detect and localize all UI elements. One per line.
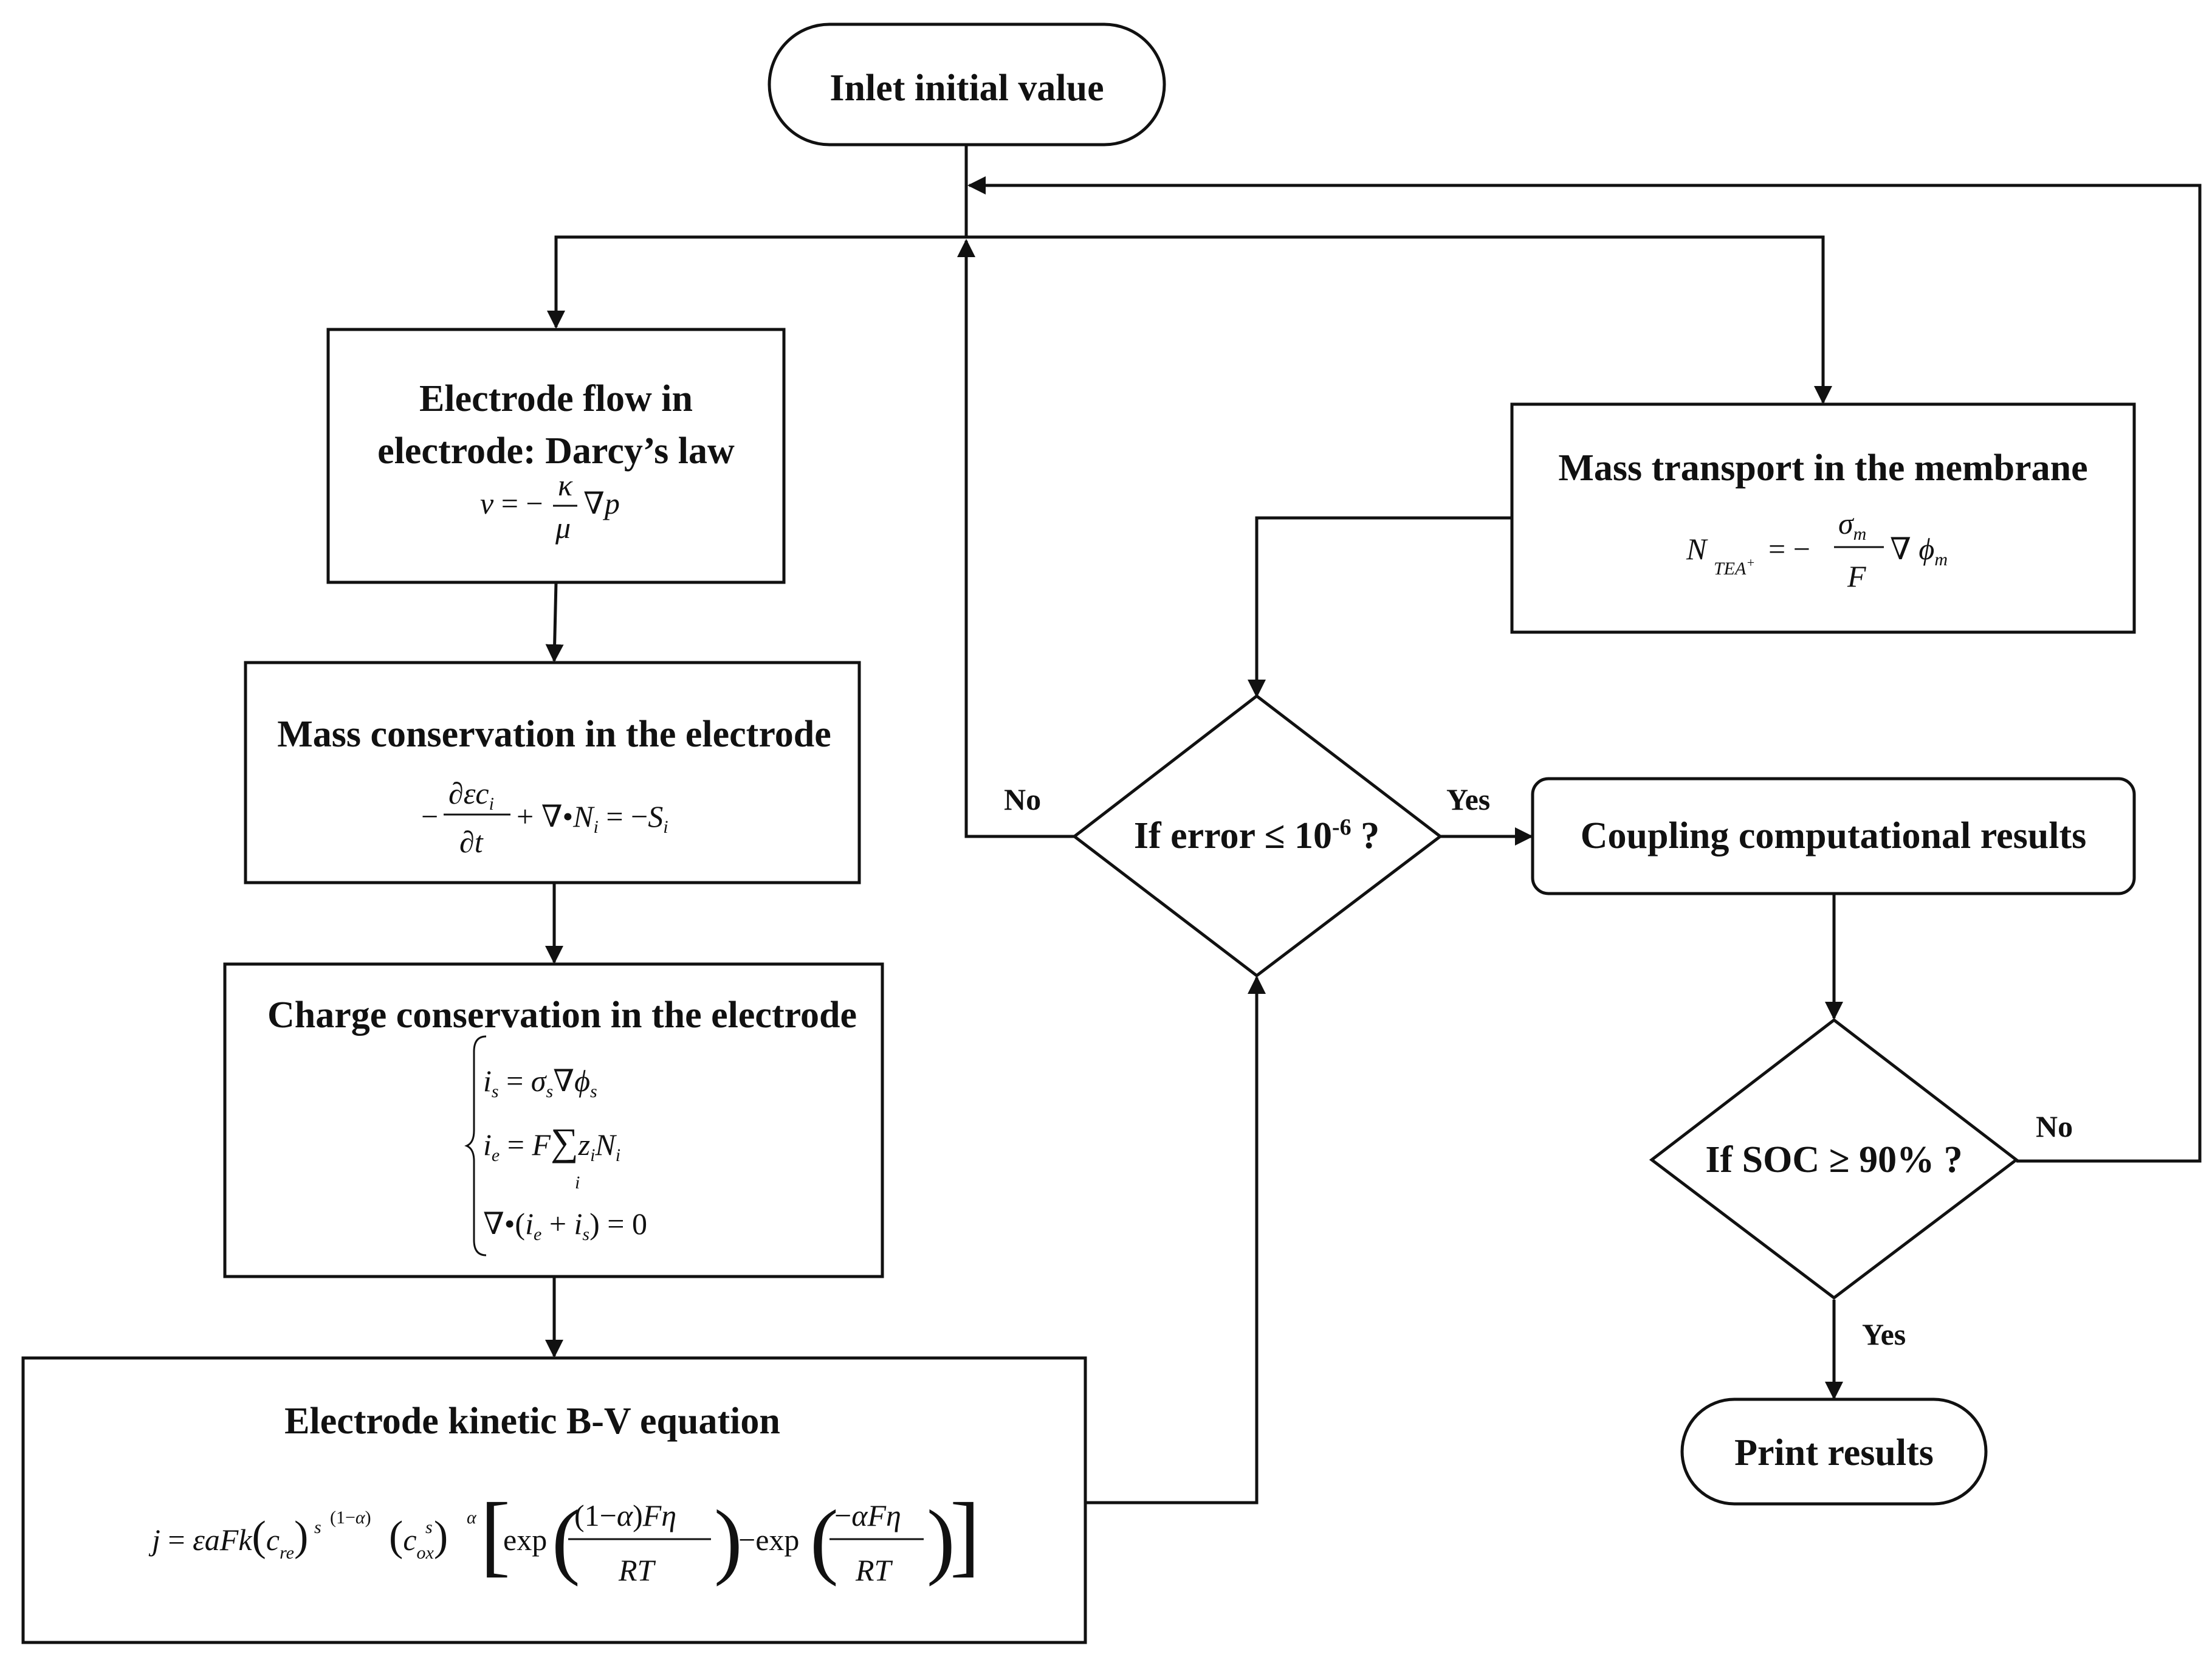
svg-text:RT: RT	[855, 1553, 893, 1587]
soc-decision-node: If SOC ≥ 90% ?	[1649, 1018, 2019, 1300]
svg-text:+ ∇•Ni = −Si: + ∇•Ni = −Si	[517, 799, 668, 837]
mass-electrode-box	[244, 661, 861, 884]
svg-text:(1−α): (1−α)	[330, 1508, 371, 1528]
svg-text:α: α	[467, 1508, 477, 1528]
inlet-label: Inlet initial value	[829, 67, 1104, 109]
edge-label-error-no: No	[1004, 782, 1041, 816]
coupling-label: Coupling computational results	[1581, 815, 2087, 856]
connectors	[545, 145, 2202, 1504]
svg-text:μ: μ	[555, 511, 571, 545]
edge-label-soc-no: No	[2036, 1109, 2073, 1143]
svg-text:∇p: ∇p	[583, 486, 620, 520]
soc-decision-diamond	[1649, 1018, 2019, 1300]
svg-text:): )	[927, 1493, 955, 1587]
print-node: Print results	[1680, 1397, 1988, 1506]
mass-electrode-node: Mass conservation in the electrode − ∂εc…	[244, 661, 861, 884]
bv-node: Electrode kinetic B-V equation j = εaFk(…	[21, 1356, 1087, 1644]
charge-electrode-equation: is = σs∇ϕs ie = F∑ziNi i ∇•(ie + is) = 0	[464, 1035, 647, 1256]
edge-label-soc-yes: Yes	[1862, 1317, 1906, 1351]
connector-bv-to-error	[1085, 976, 1266, 1504]
darcy-node: Electrode flow in electrode: Darcy’s law…	[326, 328, 786, 584]
darcy-box	[326, 328, 786, 584]
bv-title: Electrode kinetic B-V equation	[284, 1401, 780, 1442]
print-terminator-shape	[1680, 1397, 1988, 1506]
svg-text:−αFη: −αFη	[834, 1498, 901, 1532]
edge-label-error-yes: Yes	[1446, 782, 1490, 816]
print-label: Print results	[1734, 1432, 1934, 1473]
darcy-title-line1: Electrode flow in	[419, 378, 693, 419]
svg-text:∇•(ie + is) = 0: ∇•(ie + is) = 0	[483, 1207, 647, 1244]
mass-electrode-equation: − ∂εci ∂t + ∇•Ni = −Si	[421, 776, 668, 859]
error-decision-label: If error ≤ 10-6 ?	[1134, 815, 1379, 856]
connector-soc-no-loop	[967, 176, 2202, 1163]
darcy-title-line2: electrode: Darcy’s law	[377, 430, 735, 472]
svg-text:N: N	[1686, 532, 1708, 566]
svg-text:F: F	[1847, 559, 1866, 593]
inlet-terminator-shape	[768, 22, 1166, 146]
svg-text:[: [	[480, 1484, 510, 1585]
svg-text:−: −	[421, 799, 438, 833]
connector-darcy-to-mass	[545, 582, 564, 663]
svg-text:i: i	[575, 1173, 580, 1193]
svg-text:]: ]	[950, 1484, 980, 1585]
darcy-equation: v = − κ μ ∇p	[480, 468, 620, 545]
svg-text:−exp: −exp	[738, 1523, 799, 1557]
svg-text:RT: RT	[618, 1553, 656, 1587]
svg-text:is = σs∇ϕs: is = σs∇ϕs	[483, 1064, 597, 1101]
svg-text:exp: exp	[503, 1523, 547, 1557]
mass-electrode-title: Mass conservation in the electrode	[277, 714, 831, 755]
coupling-node: Coupling computational results	[1531, 777, 2136, 895]
charge-electrode-box	[223, 962, 884, 1278]
svg-text:v = −: v = −	[480, 486, 543, 520]
svg-text:s: s	[314, 1517, 321, 1537]
membrane-box	[1510, 402, 2136, 634]
error-decision-node: If error ≤ 10-6 ?	[1071, 694, 1443, 978]
connector-split-to-membrane	[966, 235, 1832, 404]
membrane-equation: N TEA+ = − σm F ∇ ϕm	[1686, 506, 1948, 593]
svg-text:(1−α)Fη: (1−α)Fη	[574, 1498, 676, 1532]
svg-text:κ: κ	[558, 468, 573, 502]
coupling-box	[1531, 777, 2136, 895]
soc-decision-label: If SOC ≥ 90% ?	[1705, 1139, 1962, 1180]
charge-electrode-title: Charge conservation in the electrode	[267, 994, 857, 1036]
svg-text:): )	[714, 1493, 743, 1587]
charge-electrode-node: Charge conservation in the electrode is …	[223, 962, 884, 1278]
svg-text:∂t: ∂t	[459, 825, 484, 859]
membrane-node: Mass transport in the membrane N TEA+ = …	[1510, 402, 2136, 634]
svg-text:= −: = −	[1768, 532, 1810, 566]
bv-box	[21, 1356, 1087, 1644]
svg-text:s: s	[425, 1517, 433, 1537]
connector-error-no-loop	[957, 239, 1074, 838]
svg-text:∂εci: ∂εci	[448, 776, 494, 814]
connector-membrane-to-error	[1248, 516, 1512, 698]
membrane-title: Mass transport in the membrane	[1558, 447, 2087, 489]
connector-split-to-darcy	[547, 235, 966, 329]
inlet-node: Inlet initial value	[768, 22, 1166, 146]
error-decision-diamond	[1071, 694, 1443, 978]
svg-text:ie = F∑ziNi: ie = F∑ziNi	[483, 1120, 620, 1165]
